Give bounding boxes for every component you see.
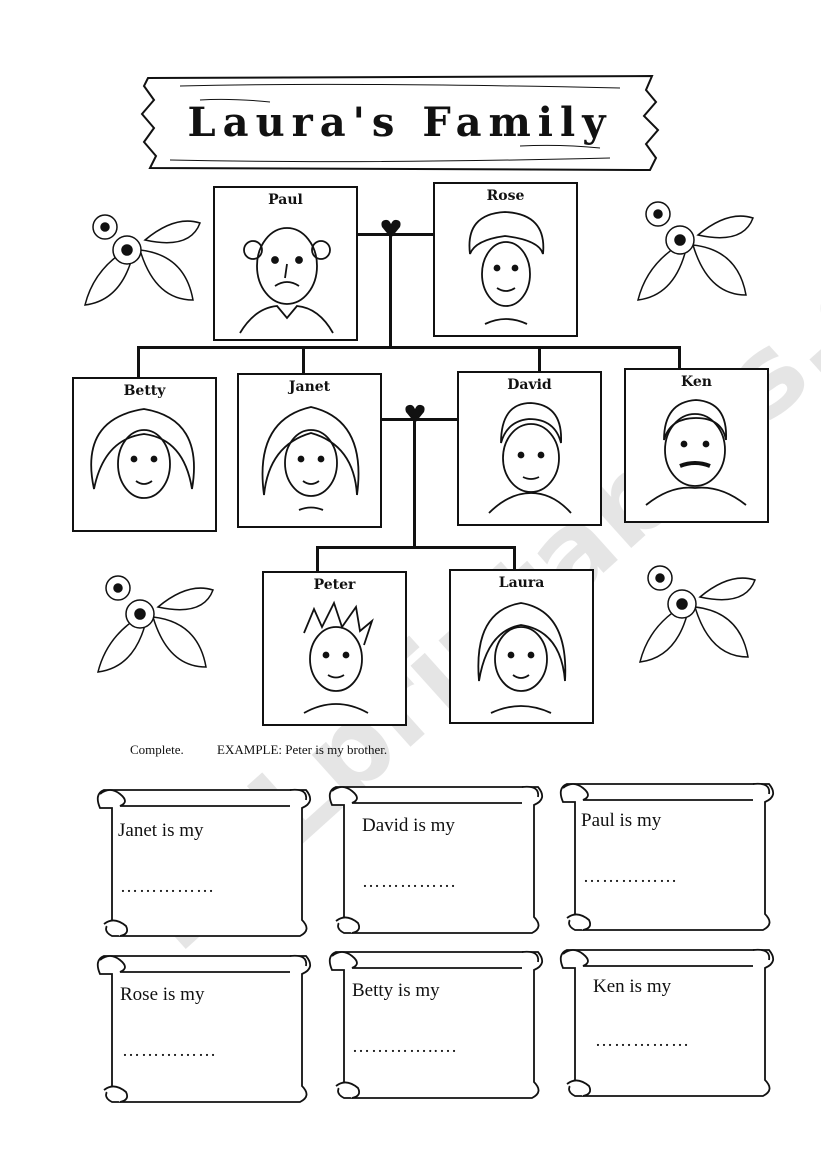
exercise-prompt: Paul is my	[581, 810, 661, 832]
mother-face-icon	[239, 375, 380, 526]
exercise-prompt: Ken is my	[593, 976, 671, 998]
grandmother-face-icon	[435, 184, 576, 335]
boy-face-icon	[264, 573, 405, 724]
scroll-frame-icon	[322, 777, 552, 937]
photo-betty: Betty	[72, 377, 217, 532]
exercise-prompt: Rose is my	[120, 984, 204, 1006]
scroll-frame-icon	[322, 942, 552, 1102]
exercise-card: Rose is my ……………	[90, 946, 320, 1106]
father-face-icon	[459, 373, 600, 524]
exercise-card: Paul is my ……………	[553, 774, 783, 934]
uncle-face-icon	[626, 370, 767, 521]
scroll-frame-icon	[553, 774, 783, 934]
exercise-prompt: Betty is my	[352, 980, 440, 1002]
exercise-card: David is my ……………	[322, 777, 552, 937]
photo-paul: Paul	[213, 186, 358, 341]
answer-blank[interactable]: ……………	[595, 1030, 690, 1051]
scroll-frame-icon	[90, 780, 320, 940]
answer-blank[interactable]: …………..…	[352, 1036, 458, 1057]
tree-line	[538, 346, 541, 372]
title-banner: Laura's Family	[140, 72, 660, 172]
tree-line	[316, 546, 516, 549]
scroll-frame-icon	[90, 946, 320, 1106]
answer-blank[interactable]: ……………	[120, 876, 215, 897]
tree-line	[137, 346, 681, 349]
grandfather-face-icon	[215, 188, 356, 339]
exercise-prompt: David is my	[362, 815, 455, 837]
tree-line	[389, 233, 392, 348]
tree-line	[316, 546, 319, 574]
photo-laura: Laura	[449, 569, 594, 724]
exercise-card: Ken is my ……………	[553, 940, 783, 1100]
scroll-frame-icon	[553, 940, 783, 1100]
tree-line	[137, 346, 140, 378]
photo-ken: Ken	[624, 368, 769, 523]
tree-line	[513, 546, 516, 570]
example-sentence: EXAMPLE: Peter is my brother.	[217, 742, 387, 757]
exercise-card: Janet is my ……………	[90, 780, 320, 940]
exercise-card: Betty is my …………..…	[322, 942, 552, 1102]
woman-face-icon	[74, 379, 215, 530]
photo-rose: Rose	[433, 182, 578, 337]
photo-david: David	[457, 371, 602, 526]
heart-icon	[404, 404, 426, 424]
tree-line	[678, 346, 681, 368]
exercise-prompt: Janet is my	[118, 820, 204, 842]
answer-blank[interactable]: ……………	[583, 866, 678, 887]
answer-blank[interactable]: ……………	[362, 871, 457, 892]
page-title: Laura's Family	[140, 72, 660, 172]
heart-icon	[380, 219, 402, 239]
girl-face-icon	[451, 571, 592, 722]
instruction-label: Complete.	[130, 742, 184, 757]
flower-icon	[630, 562, 760, 672]
flower-icon	[75, 205, 205, 315]
tree-line	[413, 418, 416, 548]
tree-line	[302, 346, 305, 374]
photo-peter: Peter	[262, 571, 407, 726]
flower-icon	[88, 572, 218, 682]
photo-janet: Janet	[237, 373, 382, 528]
instructions: Complete. EXAMPLE: Peter is my brother.	[130, 742, 417, 758]
flower-icon	[628, 200, 758, 310]
answer-blank[interactable]: ……………	[122, 1040, 217, 1061]
